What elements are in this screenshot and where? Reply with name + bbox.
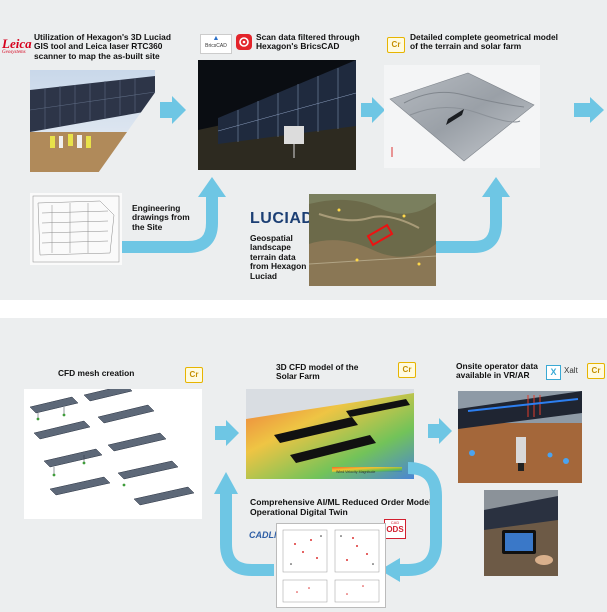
step3-caption: Detailed complete geometrical model of t… [410,32,559,52]
bricscad-logo-text: BricsCAD [205,43,227,49]
creo-badge: Cr [387,37,405,53]
cfd-mesh-image [24,389,202,519]
flow-arrow-3 [574,97,604,123]
terrain-model-render [384,65,540,168]
cadlm-logo: CADLM [249,530,282,540]
leica-logo-text: Leica [2,36,32,51]
x-logo: X [546,365,561,380]
ods-logo-top: CAD [390,520,400,525]
ods-logo: CAD ODS [384,519,406,539]
hexagon-logo-icon [236,34,252,50]
flow-arrow-5 [428,418,452,444]
luciad-caption: Geospatial landscape terrain data from H… [250,233,307,281]
flow-arrow-2 [361,97,385,123]
cfd-simulation-render [246,389,414,479]
workflow-bottom-panel: CFD mesh creation Cr [0,318,607,612]
cfd-creo-badge: Cr [398,362,416,378]
drawings-caption: Engineering drawings from the Site [132,203,190,232]
cfd-caption: 3D CFD model of the Solar Farm [276,362,359,382]
site-scan-photo [30,70,155,172]
vr-caption: Onsite operator data available in VR/AR [456,361,538,381]
mesh-caption: CFD mesh creation [58,368,135,378]
flow-loop-arrow [212,448,452,588]
xalt-logo: Xalt [564,366,578,375]
satellite-terrain-map [309,194,436,286]
luciad-logo: LUCIAD [250,210,314,227]
rom-dashboard-image [276,523,386,608]
cfd-legend-label: Wind Velocity Magnitude [336,470,376,474]
leica-logo-sub: Geosystems [2,50,26,55]
bricscad-logo: ▲ BricsCAD [200,34,232,54]
flow-arrow-map-up [434,175,524,255]
engineering-drawing-image [30,193,122,265]
ar-tablet-photo [484,490,558,576]
flow-arrow-4 [215,420,239,446]
ods-logo-main: ODS [386,525,404,534]
flow-arrow-drawings-up [120,175,230,255]
digital-twin-caption: Comprehensive AI/ML Reduced Order Model … [250,497,432,517]
leica-logo: Leica Geosystems [2,36,32,55]
bricscad-scan-photo [198,60,356,170]
step2-caption: Scan data filtered through Hexagon's Bri… [256,32,360,52]
vr-site-view [458,391,582,483]
mesh-creo-badge: Cr [185,367,203,383]
step1-caption: Utilization of Hexagon's 3D Luciad GIS t… [34,32,171,61]
workflow-top-panel: Leica Geosystems Utilization of Hexagon'… [0,0,607,300]
bricscad-logo-icon: ▲ [212,35,220,42]
vr-creo-badge: Cr [587,363,605,379]
flow-arrow-1 [160,96,186,124]
